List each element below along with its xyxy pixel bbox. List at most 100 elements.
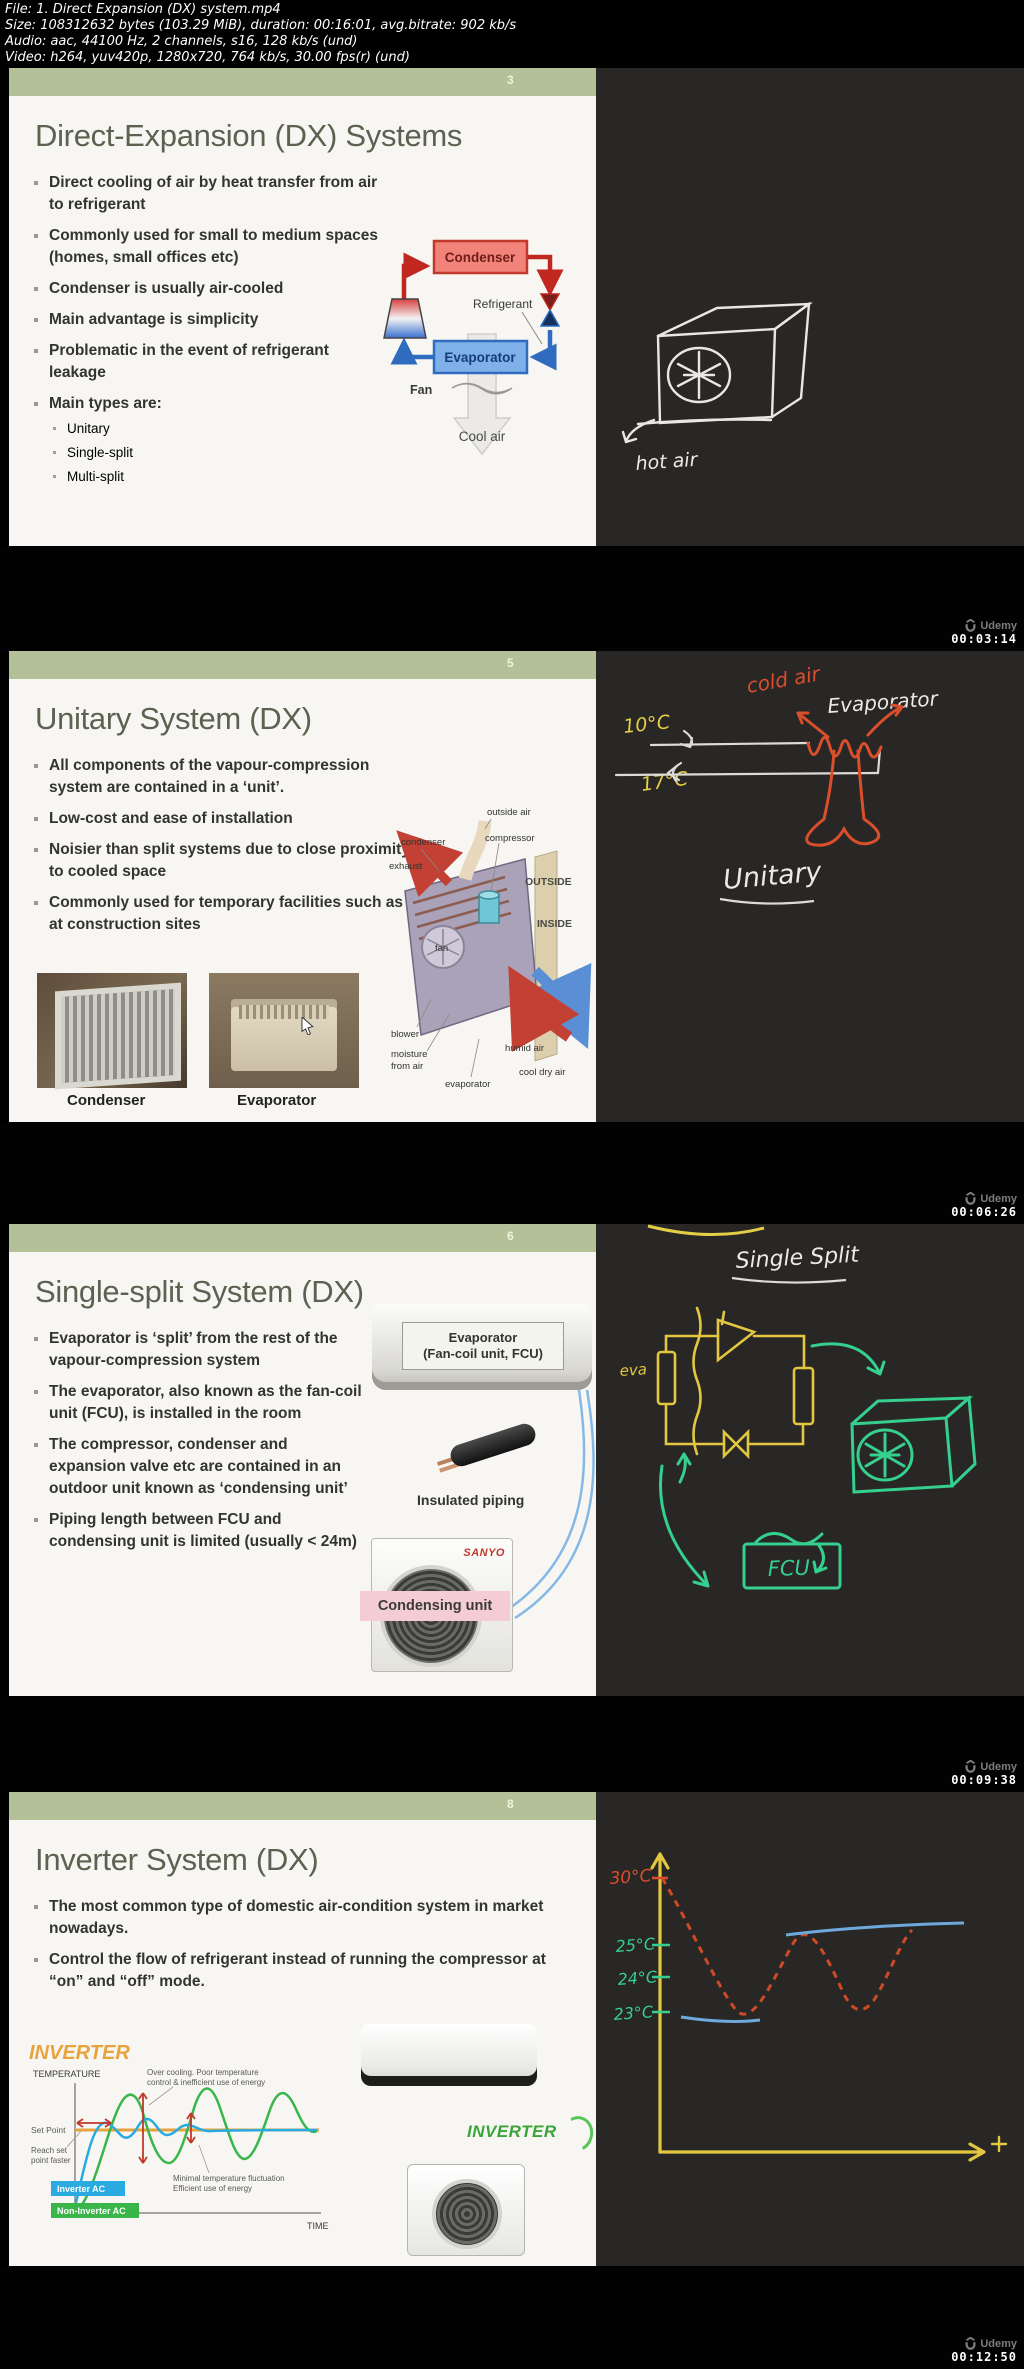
file-name-line: File: 1. Direct Expansion (DX) system.mp… [5, 2, 281, 17]
audio-info-line: Audio: aac, 44100 Hz, 2 channels, s16, 1… [5, 34, 358, 49]
outdoor-fan-grille [432, 2179, 502, 2249]
condenser-box [432, 239, 529, 275]
bullet-item: Low-cost and ease of installation [27, 808, 419, 830]
annotation-lines [66, 2086, 210, 2174]
set-point-label: Set Point [31, 2125, 66, 2135]
condenser-grille [55, 982, 181, 1090]
bullet-item: The evaporator, also known as the fan-co… [27, 1381, 363, 1425]
slide-page-number: 6 [507, 1229, 514, 1243]
label-23c: 23°C [613, 2002, 655, 2024]
video-info-line: Video: h264, yuv420p, 1280x720, 764 kb/s… [5, 50, 410, 65]
slide-header-bar: 8 [9, 1792, 596, 1820]
slide-single-split: 6 Single-split System (DX) Evaporator is… [9, 1224, 596, 1696]
inverter-unit-logo: INVERTER [467, 2122, 557, 2141]
condenser-rect [792, 1366, 815, 1426]
fan-wheel-blades [426, 929, 460, 965]
frame-timestamp: 00:06:26 [951, 1205, 1017, 1219]
slide-header-bar: 6 [9, 1224, 596, 1252]
video-frame-3: 6 Single-split System (DX) Evaporator is… [0, 1224, 1024, 1696]
evaporator-label: Evaporator [827, 686, 941, 718]
supply-arrowhead [679, 729, 694, 749]
inverter-outdoor-unit-image [407, 2164, 525, 2256]
unitary-underline [719, 897, 815, 905]
sub-bullet-item: Unitary [49, 420, 596, 438]
setpoint-line-high [785, 1921, 965, 1937]
slide-title: Direct-Expansion (DX) Systems [35, 118, 463, 153]
frame-gap: Udemy 00:03:14 [0, 546, 1024, 651]
fcu-label: FCU [767, 1556, 810, 1581]
slide-page-number: 3 [507, 73, 514, 87]
minimal-note-1: Minimal temperature fluctuation [173, 2174, 285, 2183]
label-cool-dry-air: cool dry air [519, 1067, 565, 1078]
fan-blade-lines [676, 350, 722, 400]
bullet-item: Direct cooling of air by heat transfer f… [27, 172, 379, 216]
hot-air-label: hot air [635, 449, 699, 475]
measurement-arrows [76, 2092, 196, 2164]
watermark: Udemy 00:03:14 [951, 619, 1017, 646]
outdoor-condensing-unit-image: SANYO Condensing unit [360, 1538, 513, 1672]
indoor-wall-unit-image: Evaporator (Fan-coil unit, FCU) [372, 1304, 592, 1390]
outlet-temp-label: 17°C [640, 768, 690, 796]
outdoor-box-right [944, 1394, 977, 1488]
slide-page-number: 5 [507, 656, 514, 670]
legend-non-inverter-label: Non-Inverter AC [57, 2206, 126, 2216]
udemy-logo-icon [965, 1192, 976, 1205]
insulated-piping-image [437, 1420, 541, 1482]
compressor-shape [383, 298, 427, 339]
watermark-brand-row: Udemy [951, 2337, 1017, 2350]
reach-note-2: point faster [31, 2156, 71, 2165]
label-condenser: condenser [401, 837, 445, 848]
yellow-swoosh-top [647, 1224, 765, 1237]
outdoor-fan-blades [864, 1432, 906, 1478]
bullet-item: Main advantage is simplicity [27, 309, 379, 331]
reach-note-1: Reach set [31, 2146, 68, 2155]
cold-pipe-right [529, 330, 557, 371]
outdoor-fan-circle [856, 1428, 914, 1482]
label-25c: 25°C [615, 1934, 657, 1956]
axis-plus-mark [990, 2135, 1008, 2153]
cold-air-label: cold air [745, 661, 824, 698]
watermark-brand: Udemy [980, 1192, 1017, 1205]
slide-inverter-system: 8 Inverter System (DX) The most common t… [9, 1792, 598, 2266]
cool-air-label: Cool air [459, 429, 506, 444]
box-front-face [656, 327, 777, 425]
photo-caption-evaporator: Evaporator [237, 1092, 317, 1109]
bullet-item: Main types are: [27, 393, 379, 415]
photo-caption-condenser: Condenser [67, 1092, 146, 1109]
circuit-top [664, 1334, 806, 1370]
expansion-valve-bottom [539, 308, 561, 327]
evaporator-label-line2: (Fan-coil unit, FCU) [423, 1346, 543, 1361]
inlet-temp-label: 10°C [622, 711, 672, 738]
bullet-item: Condenser is usually air-cooled [27, 278, 379, 300]
udemy-logo-icon [965, 1760, 976, 1773]
condensing-unit-sketch: hot air [621, 301, 813, 475]
box-right-face [770, 301, 811, 419]
frame-timestamp: 00:09:38 [951, 1773, 1017, 1787]
label-compressor: compressor [485, 833, 535, 844]
time-axis-label: TIME [307, 2221, 329, 2231]
bullet-item: Commonly used for small to medium spaces… [27, 225, 379, 269]
label-moisture-1: moisture [391, 1049, 427, 1060]
watermark: Udemy 00:12:50 [951, 2337, 1017, 2364]
unitary-cutaway-diagram: condenser outside air exhaust compressor… [389, 807, 592, 1090]
frame-timestamp: 00:12:50 [951, 2350, 1017, 2364]
evaporator-label-box: Evaporator (Fan-coil unit, FCU) [402, 1322, 564, 1370]
sketch-canvas-1: hot air [596, 68, 1024, 546]
bullet-item: All components of the vapour-compression… [27, 755, 419, 799]
watermark-brand-row: Udemy [951, 1192, 1017, 1205]
eva-label: eva [619, 1360, 648, 1380]
watermark-brand: Udemy [980, 2337, 1017, 2350]
media-info-header: File: 1. Direct Expansion (DX) system.mp… [0, 0, 1024, 68]
bullet-item: Evaporator is ‘split’ from the rest of t… [27, 1328, 363, 1372]
cold-pipe-left [390, 337, 437, 365]
expansion-valve-bowtie [722, 1428, 750, 1460]
bullet-item: Piping length between FCU and condensing… [27, 1509, 363, 1553]
legend-inverter-label: Inverter AC [57, 2184, 106, 2194]
foam-insulation-tube [447, 1420, 539, 1470]
cold-air-arrow [796, 711, 830, 739]
watermark: Udemy 00:06:26 [951, 1192, 1017, 1219]
over-cooling-note-2: control & inefficient use of energy [147, 2078, 265, 2087]
bullet-item: Control the flow of refrigerant instead … [27, 1949, 575, 1993]
label-evaporator: evaporator [445, 1079, 490, 1090]
label-inside: INSIDE [537, 918, 572, 930]
